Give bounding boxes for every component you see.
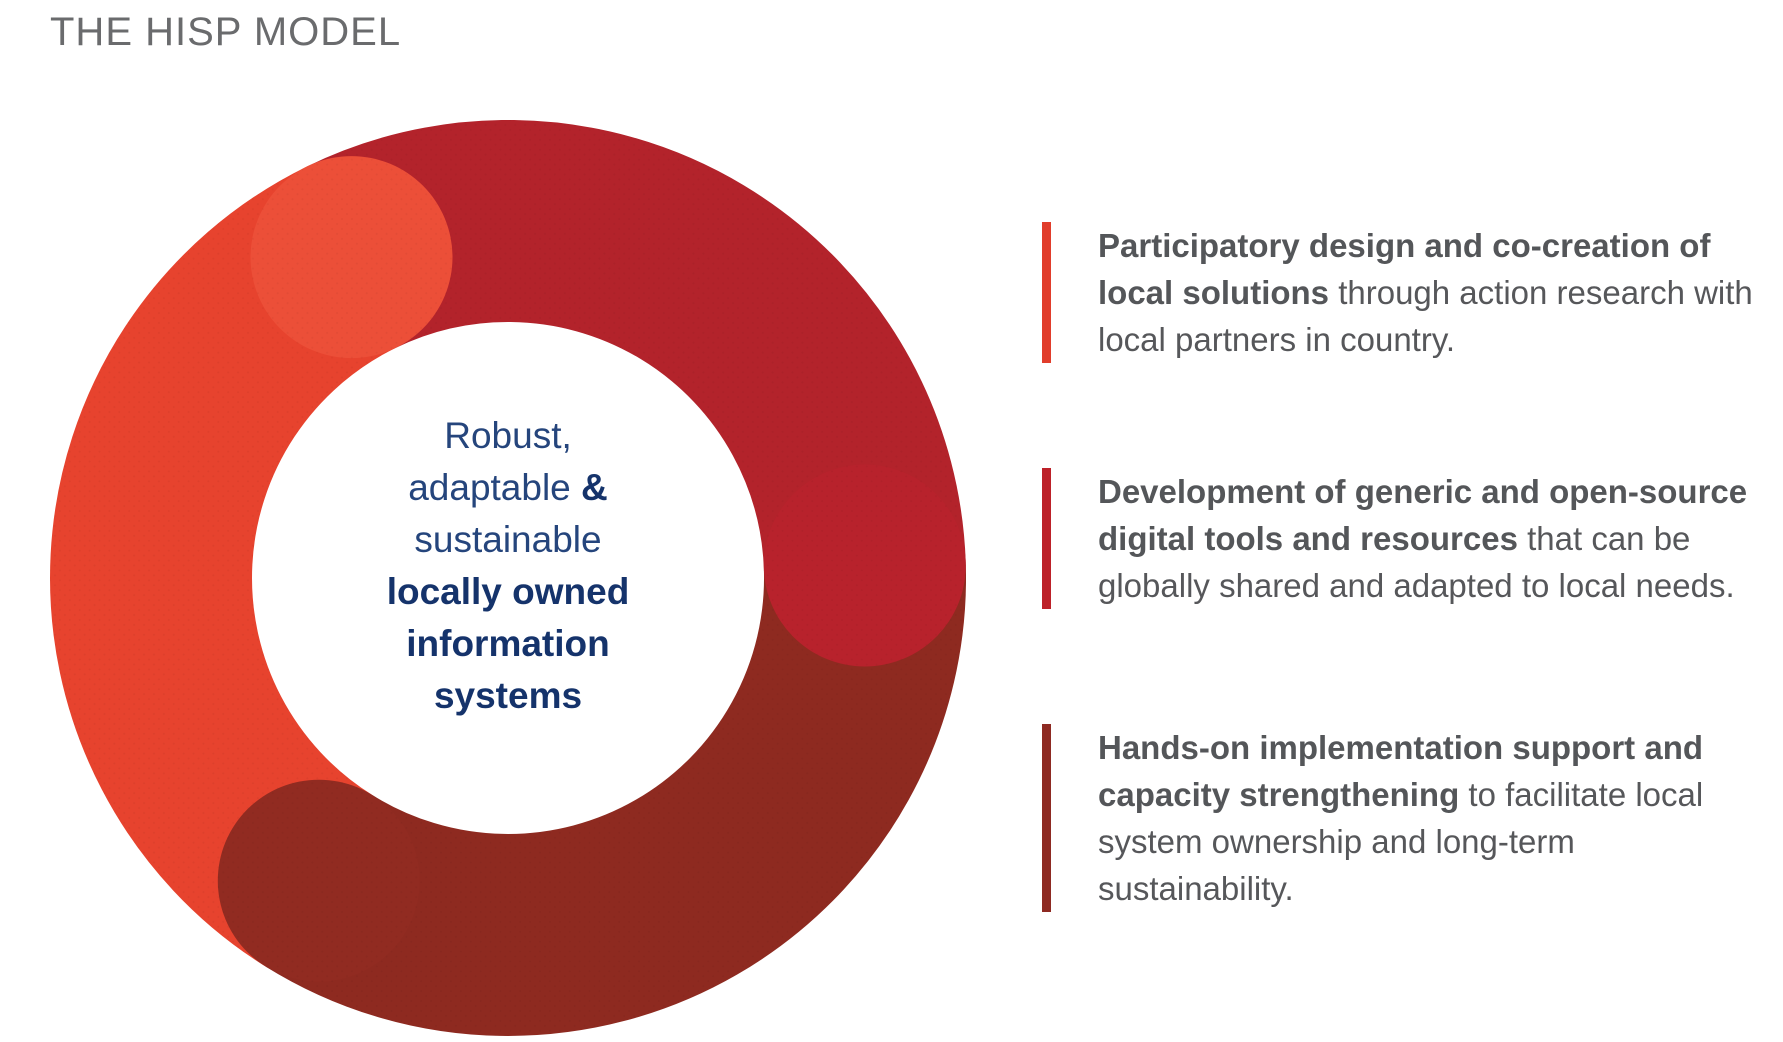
donut-center-label: Robust, adaptable & sustainable locally …: [50, 108, 966, 1024]
principle-implementation-support: Hands-on implementation support and capa…: [1042, 724, 1762, 912]
donut-cycle-chart: [50, 120, 966, 1036]
donut-dots-texture: [50, 120, 966, 1036]
hisp-model-donut-diagram: Robust, adaptable & sustainable locally …: [50, 120, 966, 1036]
principle-implementation-support-lead: Hands-on implementation support and capa…: [1098, 729, 1704, 813]
principle-participatory-design: Participatory design and co-creation of …: [1042, 222, 1762, 363]
center-label-line-1: Robust,: [444, 415, 572, 456]
center-label-line-2: adaptable &: [408, 462, 608, 514]
center-label-line-2-text: adaptable: [408, 467, 582, 508]
center-label-line-6: systems: [433, 675, 583, 716]
principle-open-source-tools-rest: that can be globally shared and adapted …: [1098, 520, 1735, 604]
principle-participatory-design-rest: through action research with local partn…: [1098, 274, 1753, 358]
principle-participatory-design-lead: Participatory design and co-creation of …: [1098, 227, 1711, 311]
center-label-ampersand: &: [581, 467, 608, 508]
principle-participatory-design-text: Participatory design and co-creation of …: [1098, 222, 1762, 363]
principle-implementation-support-rest: to facilitate local system ownership and…: [1098, 776, 1704, 907]
center-label-line-3: sustainable: [414, 519, 602, 560]
page-title: THE HISP MODEL: [50, 10, 402, 54]
principle-open-source-tools: Development of generic and open-source d…: [1042, 468, 1762, 609]
principle-implementation-support-text: Hands-on implementation support and capa…: [1098, 724, 1762, 912]
center-label-line-5: information: [406, 623, 610, 664]
principle-open-source-tools-lead: Development of generic and open-source d…: [1098, 473, 1748, 557]
principle-open-source-tools-text: Development of generic and open-source d…: [1098, 468, 1762, 609]
center-label-line-4: locally owned: [386, 571, 630, 612]
